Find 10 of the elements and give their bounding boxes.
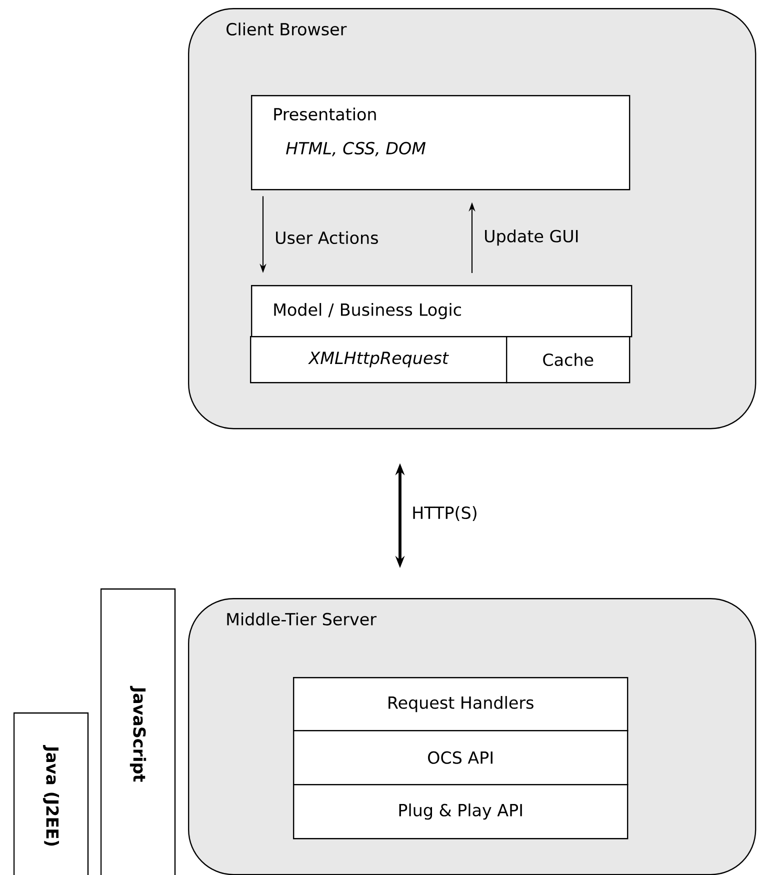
layer-box: Plug & Play API: [293, 784, 628, 840]
layer-box: OCS API: [293, 730, 628, 786]
component-box: Cache: [506, 336, 630, 384]
edge-label: HTTP(S): [410, 504, 480, 522]
language-bar: JavaScript: [100, 588, 176, 875]
edge-label: Update GUI: [482, 228, 581, 247]
layer-box: Request Handlers: [293, 677, 628, 732]
edge-label: User Actions: [273, 230, 380, 246]
layer-box: Presentation HTML, CSS, DOM: [251, 95, 630, 190]
language-bar: Java (J2EE): [13, 712, 89, 875]
